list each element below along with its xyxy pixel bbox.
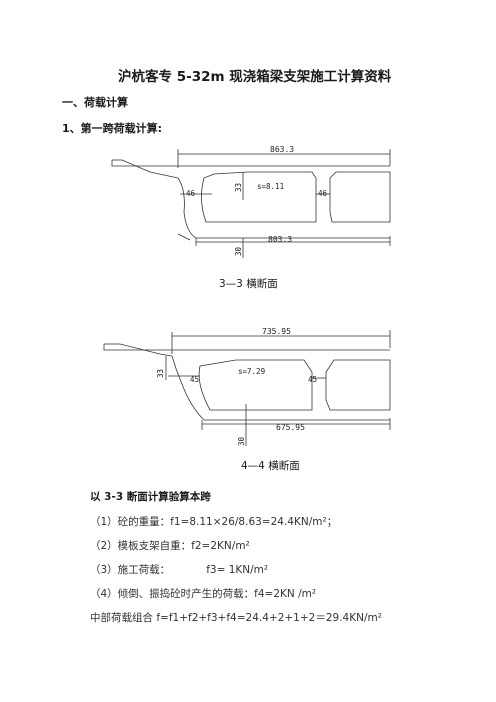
fig2-left-web-dimension: 45 [190,375,199,384]
fig2-side-dimension: 33 [156,369,165,378]
section-4-4-drawing [103,330,391,446]
heading-first-span: 1、第一跨荷载计算: [62,122,163,135]
calc-line-construction-load: （3）施工荷载： f3= 1KN/m² [90,562,268,577]
fig2-right-web-dimension: 45 [308,375,317,384]
fig1-area-label: s=8.11 [257,182,284,191]
fig1-top-dimension: 863.3 [270,145,294,154]
fig1-right-web-dimension: 46 [318,189,328,198]
fig1-left-web-dimension: 46 [186,189,196,198]
calc-line-load-combination: 中部荷载组合 f=f1+f2+f3+f4=24.4+2+1+2＝29.4KN/m… [90,612,382,624]
calc-line-pouring-load: （4）倾倒、振捣砼时产生的荷载：f4=2KN /m² [90,588,317,600]
fig2-base-dimension: 30 [237,436,246,446]
fig2-area-label: s=7.29 [238,367,265,376]
fig2-top-dimension: 735.95 [262,327,291,336]
fig1-base-dimension: 30 [234,246,243,256]
calc-line3-label: （3）施工荷载： [90,564,171,576]
caption-section-3-3: 3—3 横断面 [219,278,278,290]
calc-line3-value: f3= 1KN/m² [206,564,269,576]
fig1-slab-dimension: 33 [234,183,243,192]
fig2-bottom-dimension: 675.95 [276,423,305,432]
section-title: 以 3-3 断面计算验算本跨 [90,491,211,503]
calc-line-formwork-weight: （2）模板支架自重：f2=2KN/m² [90,540,250,552]
caption-section-4-4: 4—4 横断面 [241,460,300,472]
calc-line-concrete-weight: （1）砼的重量：f1=8.11×26/8.63=24.4KN/m²； [90,516,338,528]
section-3-3-drawing [111,149,391,258]
page-title: 沪杭客专 5-32m 现浇箱梁支架施工计算资料 [118,69,392,85]
fig1-bottom-dimension: 803.3 [268,235,292,244]
heading-load-calculation: 一、荷载计算 [62,96,128,109]
